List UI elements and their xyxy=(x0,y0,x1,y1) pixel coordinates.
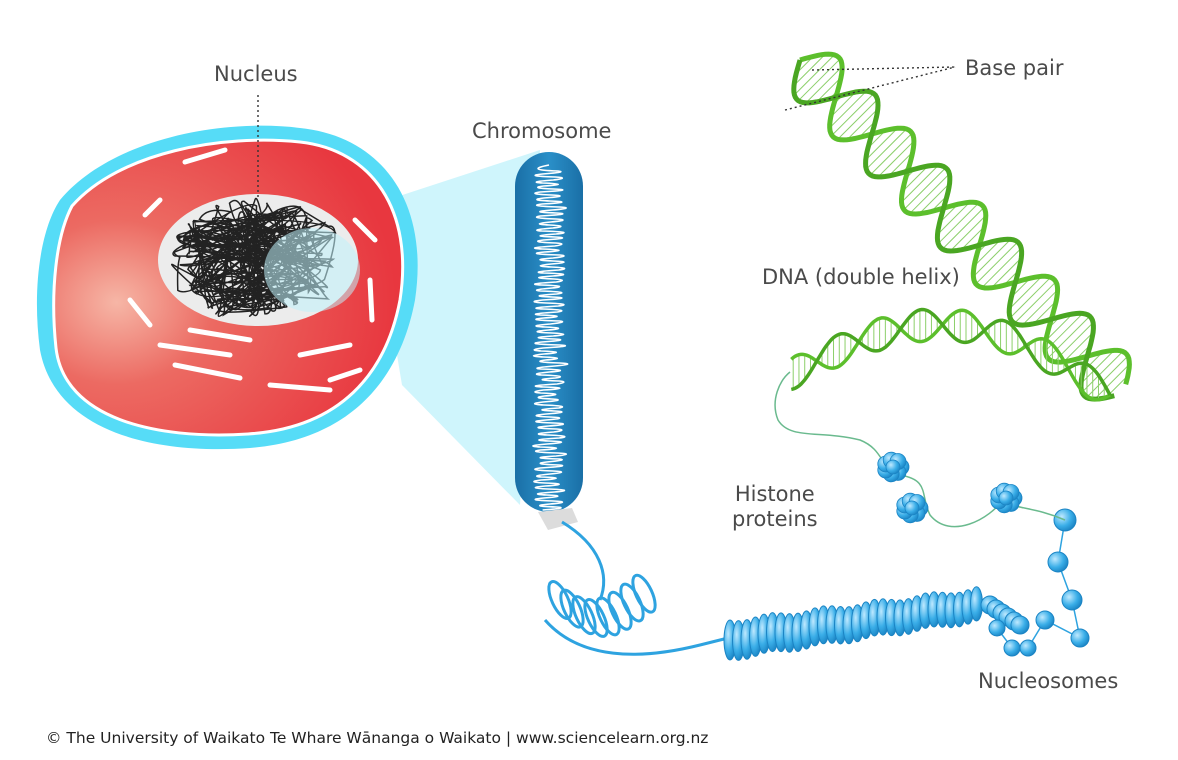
histone-proteins xyxy=(774,371,1066,528)
chromatin-fiber xyxy=(543,520,1030,661)
cell xyxy=(36,125,418,450)
dna-label: DNA (double helix) xyxy=(762,265,960,289)
base-pair-label: Base pair xyxy=(965,56,1064,80)
copyright-credit: © The University of Waikato Te Whare Wān… xyxy=(46,729,709,747)
chromosome-label: Chromosome xyxy=(472,119,612,143)
organelles xyxy=(127,147,378,393)
chromosome xyxy=(515,152,583,530)
base-pair-leader-lines xyxy=(784,66,956,111)
chromosome-stalk xyxy=(538,508,578,530)
nucleosome-chain xyxy=(988,508,1090,657)
zoom-region xyxy=(264,228,360,312)
chromosome-coil xyxy=(532,164,569,511)
nucleosomes-label: Nucleosomes xyxy=(978,669,1119,693)
chromosome-body xyxy=(515,152,583,512)
histone-proteins-label: Histone proteins xyxy=(732,482,818,532)
nucleus-label: Nucleus xyxy=(214,62,298,86)
dna-double-helix xyxy=(790,51,1132,402)
histone-label-line2: proteins xyxy=(732,507,818,532)
histone-label-line1: Histone xyxy=(734,482,815,506)
